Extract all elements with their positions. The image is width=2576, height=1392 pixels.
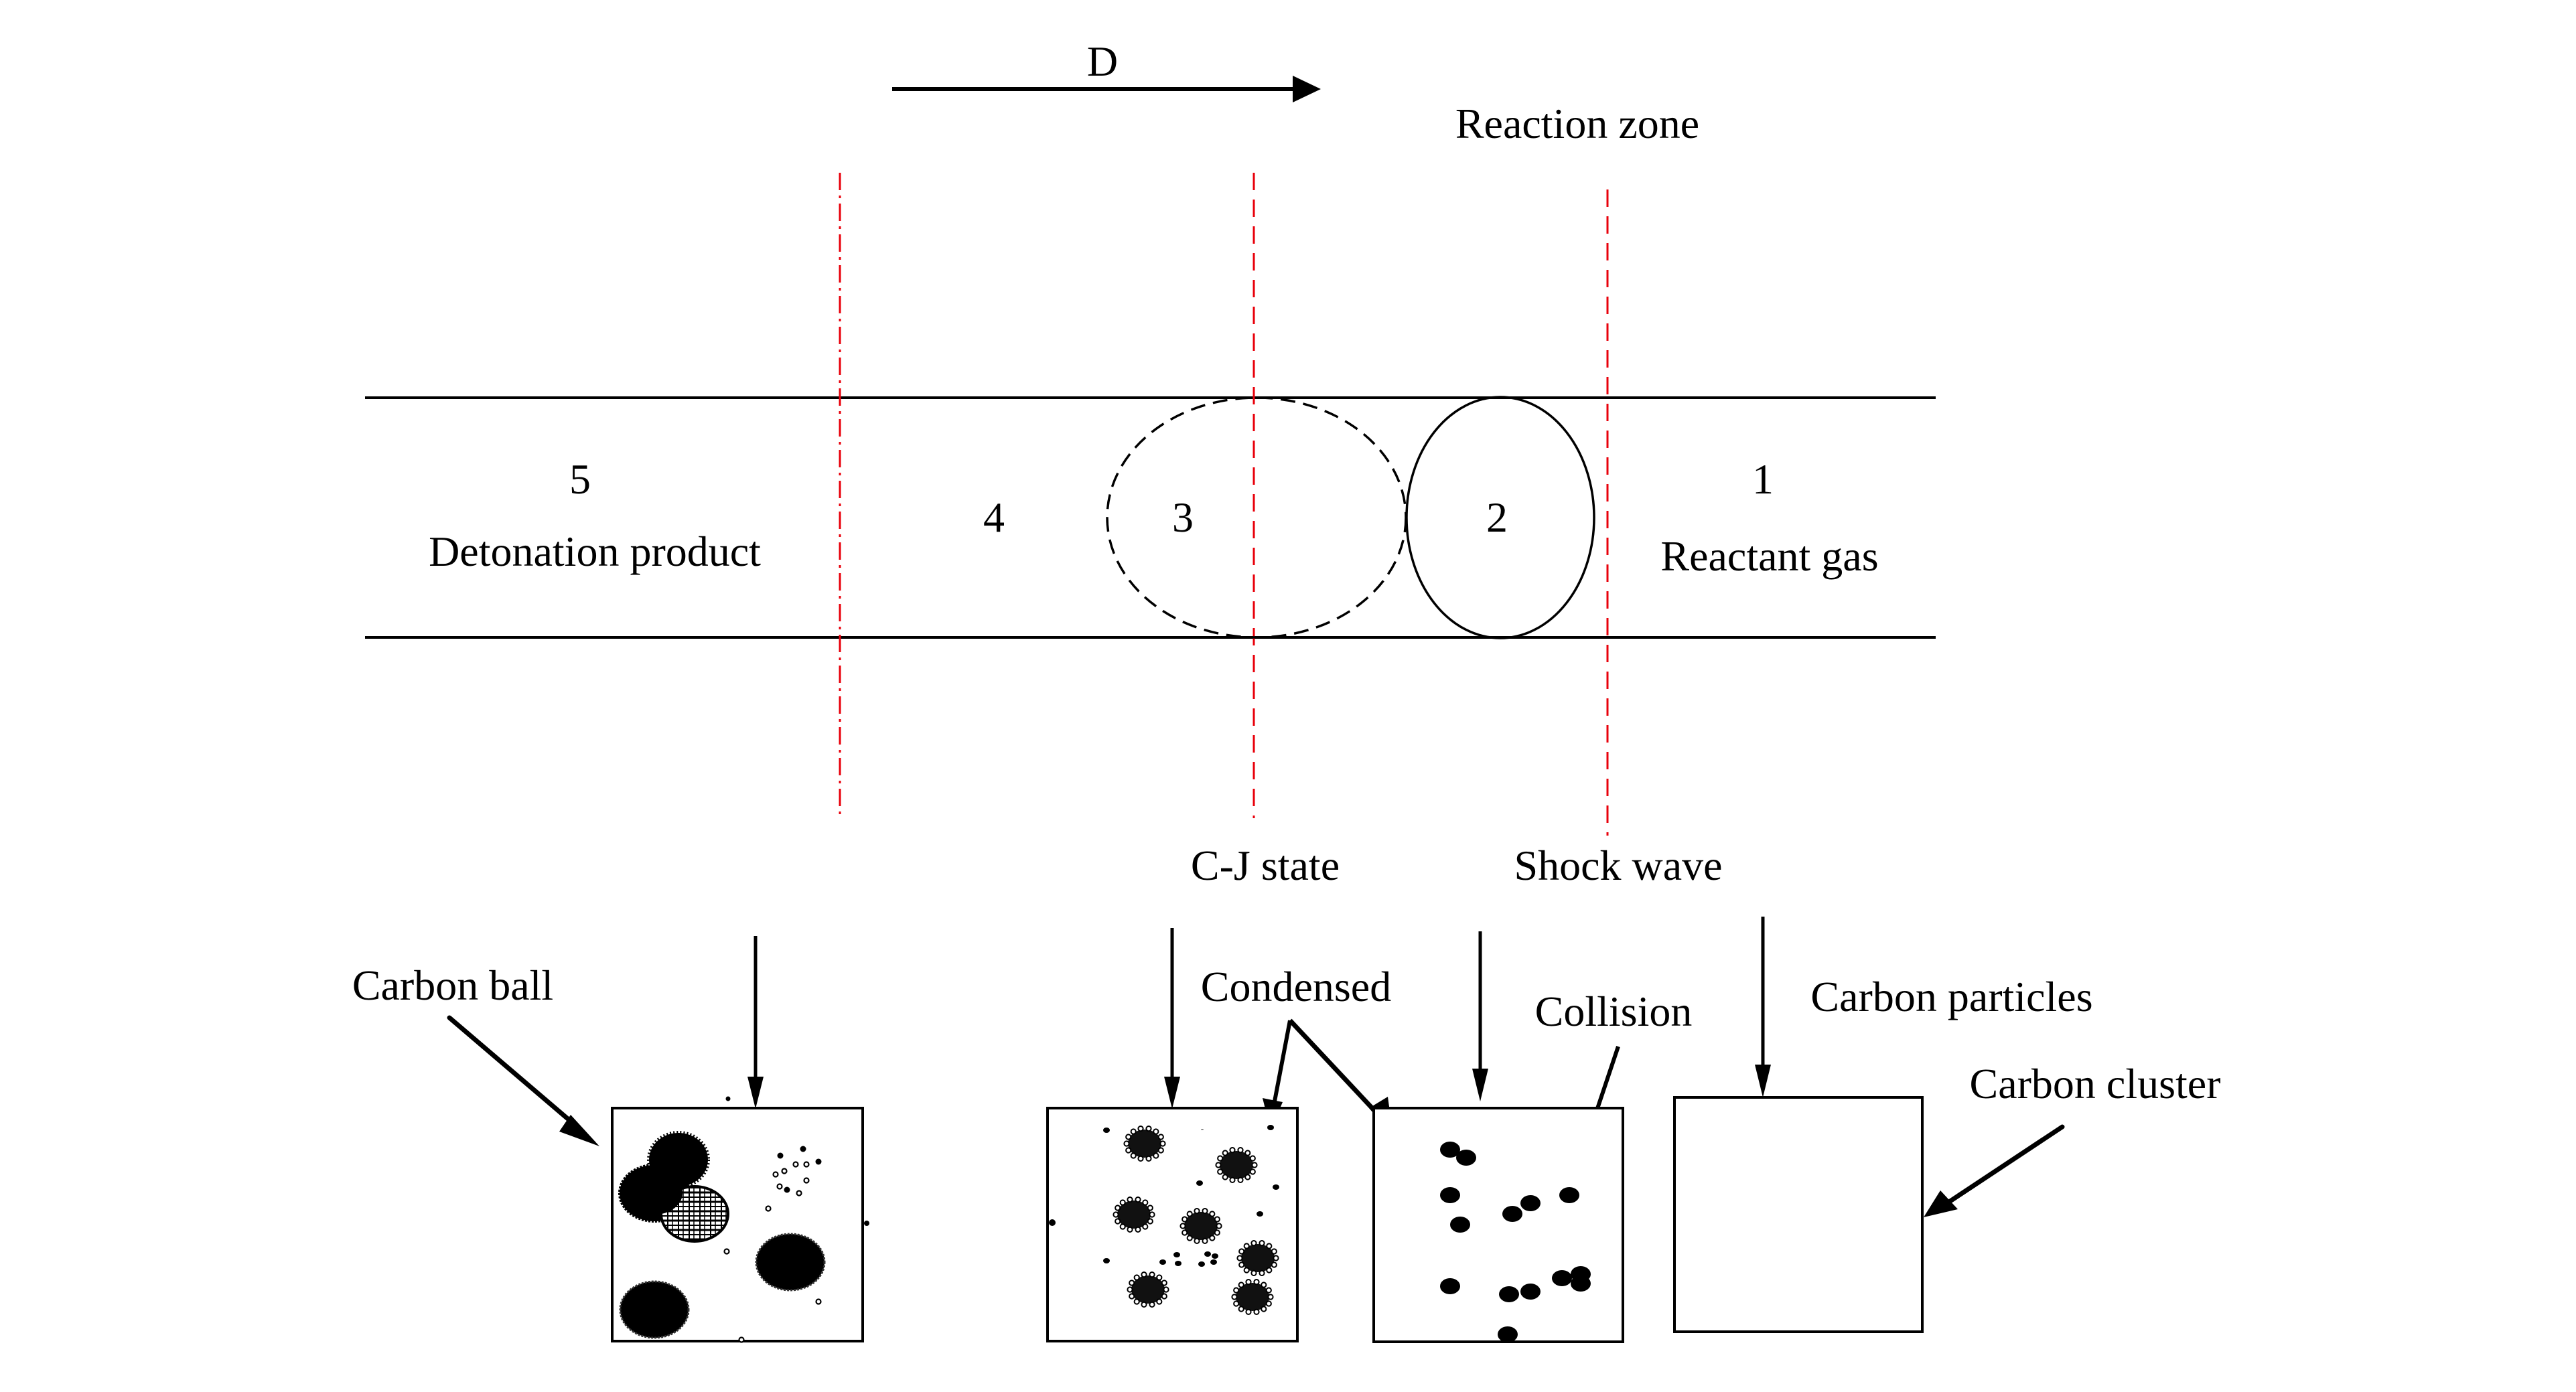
condensed-clusters <box>1113 1126 1279 1316</box>
region-5-number: 5 <box>569 455 591 503</box>
condensed-cluster <box>1236 1240 1279 1277</box>
carbon-ball-label: Carbon ball <box>352 961 553 1009</box>
condensed-label: Condensed <box>1201 963 1391 1010</box>
region-1-number: 1 <box>1752 455 1774 503</box>
carbon-particles-label: Carbon particles <box>1810 973 2092 1020</box>
region-4-number: 4 <box>983 493 1005 541</box>
region-3-dashed-ellipse <box>1106 396 1407 639</box>
arrow-to-box-reaction <box>1472 931 1488 1101</box>
arrow-to-box-reactant <box>1755 917 1771 1097</box>
colliding-particles <box>1440 1142 1591 1342</box>
carbon-cluster-label: Carbon cluster <box>1970 1060 2221 1107</box>
region-1-name: Reactant gas <box>1660 532 1878 580</box>
product-stage-box <box>611 1096 869 1343</box>
small-carbon-particles <box>1049 1125 1279 1267</box>
condensed-cluster <box>1113 1196 1155 1233</box>
condensed-cluster <box>1123 1126 1166 1162</box>
condensed-cluster <box>1179 1208 1222 1245</box>
cj-stage-box <box>1046 1107 1299 1342</box>
region-5-name: Detonation product <box>429 528 761 575</box>
reaction-zone-label: Reaction zone <box>1455 100 1699 147</box>
reactant-stage-box <box>1673 1096 1924 1333</box>
direction-label: D <box>1087 37 1118 85</box>
reaction-stage-box <box>1372 1107 1624 1343</box>
region-2-number: 2 <box>1486 493 1508 541</box>
condensed-cluster <box>1231 1279 1274 1316</box>
propagation-direction-arrow <box>892 76 1321 102</box>
arrow-to-box-product <box>747 936 764 1109</box>
collision-label: Collision <box>1535 988 1693 1035</box>
region-3-number: 3 <box>1172 493 1194 541</box>
carbon-cluster-arrow <box>1924 1124 2065 1217</box>
shock-wave-label: Shock wave <box>1514 842 1722 889</box>
condensed-cluster <box>1127 1271 1169 1308</box>
region-2-ellipse <box>1405 396 1595 639</box>
carbon-ball-arrow <box>447 1015 599 1146</box>
carbon-ball-particles <box>618 1096 869 1343</box>
cj-state-label: C-J state <box>1191 842 1340 889</box>
condensed-cluster <box>1215 1147 1258 1184</box>
arrow-to-box-cj <box>1164 928 1180 1109</box>
